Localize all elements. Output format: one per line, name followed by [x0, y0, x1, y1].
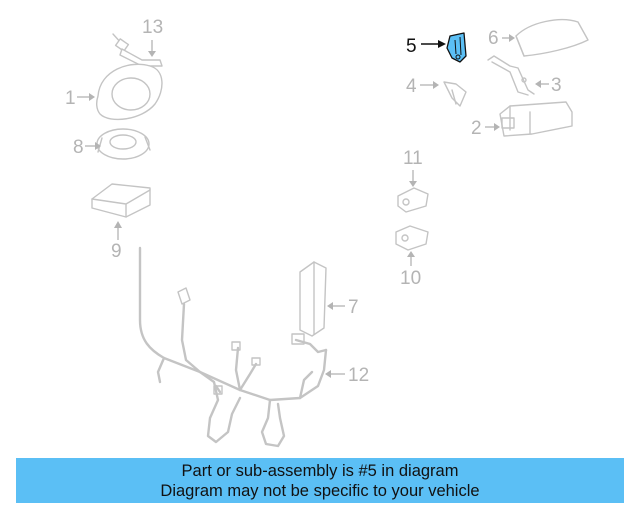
svg-text:12: 12 — [348, 365, 369, 386]
part-4-bracket[interactable] — [443, 81, 467, 107]
part-5-bracket[interactable] — [446, 32, 467, 63]
svg-text:3: 3 — [551, 75, 562, 96]
part-8-clock-spring[interactable] — [96, 128, 151, 160]
callout-9: 9 — [111, 221, 122, 262]
svg-text:9: 9 — [111, 241, 122, 262]
callout-5: 5 — [406, 36, 446, 57]
callout-10: 10 — [400, 251, 421, 289]
svg-text:2: 2 — [471, 118, 482, 139]
part-12-wiring-harness[interactable] — [138, 246, 328, 448]
callout-13: 13 — [142, 17, 163, 57]
callout-4: 4 — [406, 76, 439, 97]
svg-text:5: 5 — [406, 36, 417, 57]
callout-1: 1 — [65, 88, 95, 109]
part-2-airbag-module[interactable] — [499, 101, 573, 137]
callout-12: 12 — [325, 365, 369, 386]
part-7-side-airbag[interactable] — [299, 261, 327, 337]
part-6-airbag-cover[interactable] — [515, 19, 589, 57]
callout-3: 3 — [535, 75, 562, 96]
callout-6: 6 — [488, 28, 515, 49]
svg-text:4: 4 — [406, 76, 417, 97]
part-10-sensor[interactable] — [395, 225, 429, 251]
part-11-sensor[interactable] — [397, 187, 429, 213]
part-1-wheel-module[interactable] — [95, 63, 163, 121]
svg-text:11: 11 — [403, 148, 423, 169]
banner-line-part-number: Part or sub-assembly is #5 in diagram — [181, 461, 459, 480]
svg-text:1: 1 — [65, 88, 76, 109]
banner-line-disclaimer: Diagram may not be specific to your vehi… — [160, 481, 480, 500]
part-9-control-module[interactable] — [91, 183, 151, 218]
svg-text:13: 13 — [142, 17, 163, 38]
callout-2: 2 — [471, 118, 500, 139]
part-3-bracket[interactable] — [487, 55, 535, 96]
svg-text:8: 8 — [73, 137, 84, 158]
svg-text:7: 7 — [348, 297, 359, 318]
info-banner: Part or sub-assembly is #5 in diagram Di… — [16, 458, 624, 503]
callout-7: 7 — [327, 297, 359, 318]
svg-text:6: 6 — [488, 28, 499, 49]
part-13-sensor[interactable] — [112, 33, 163, 67]
svg-text:10: 10 — [400, 268, 421, 289]
callout-11: 11 — [403, 148, 423, 187]
callout-8: 8 — [73, 137, 101, 158]
